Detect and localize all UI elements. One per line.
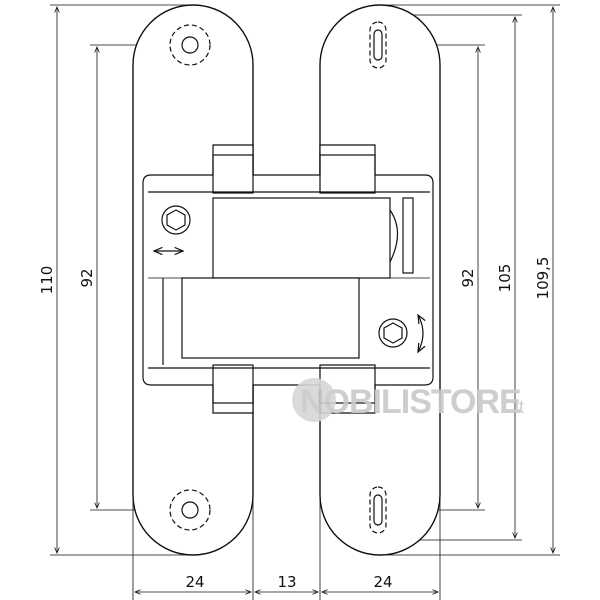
dim-label-13: 13: [277, 573, 296, 591]
watermark-brand: NOBILISTORE: [300, 383, 521, 421]
left-mount-holes: [169, 24, 211, 531]
lower-arm: [181, 277, 360, 359]
right-mount-slots: [369, 21, 387, 534]
dim-label-105: 105: [496, 264, 514, 293]
watermark-suffix: .it: [510, 397, 524, 417]
depth-adjust-screw-icon: [378, 315, 423, 352]
dim-label-24-right: 24: [373, 573, 392, 591]
lateral-adjust-screw-icon: [154, 205, 191, 251]
dimension-lines: [57, 7, 553, 592]
upper-arm: [212, 197, 391, 279]
dim-label-92-left: 92: [78, 268, 96, 287]
watermark-logo: NOBILISTORE .it: [292, 378, 524, 422]
dim-label-110: 110: [38, 266, 56, 295]
dim-label-109-5: 109,5: [534, 257, 552, 300]
dim-label-24-left: 24: [185, 573, 204, 591]
hinge-body: [142, 144, 434, 414]
dim-label-92-right: 92: [459, 268, 477, 287]
rotate-arrow-icon: [418, 315, 423, 352]
